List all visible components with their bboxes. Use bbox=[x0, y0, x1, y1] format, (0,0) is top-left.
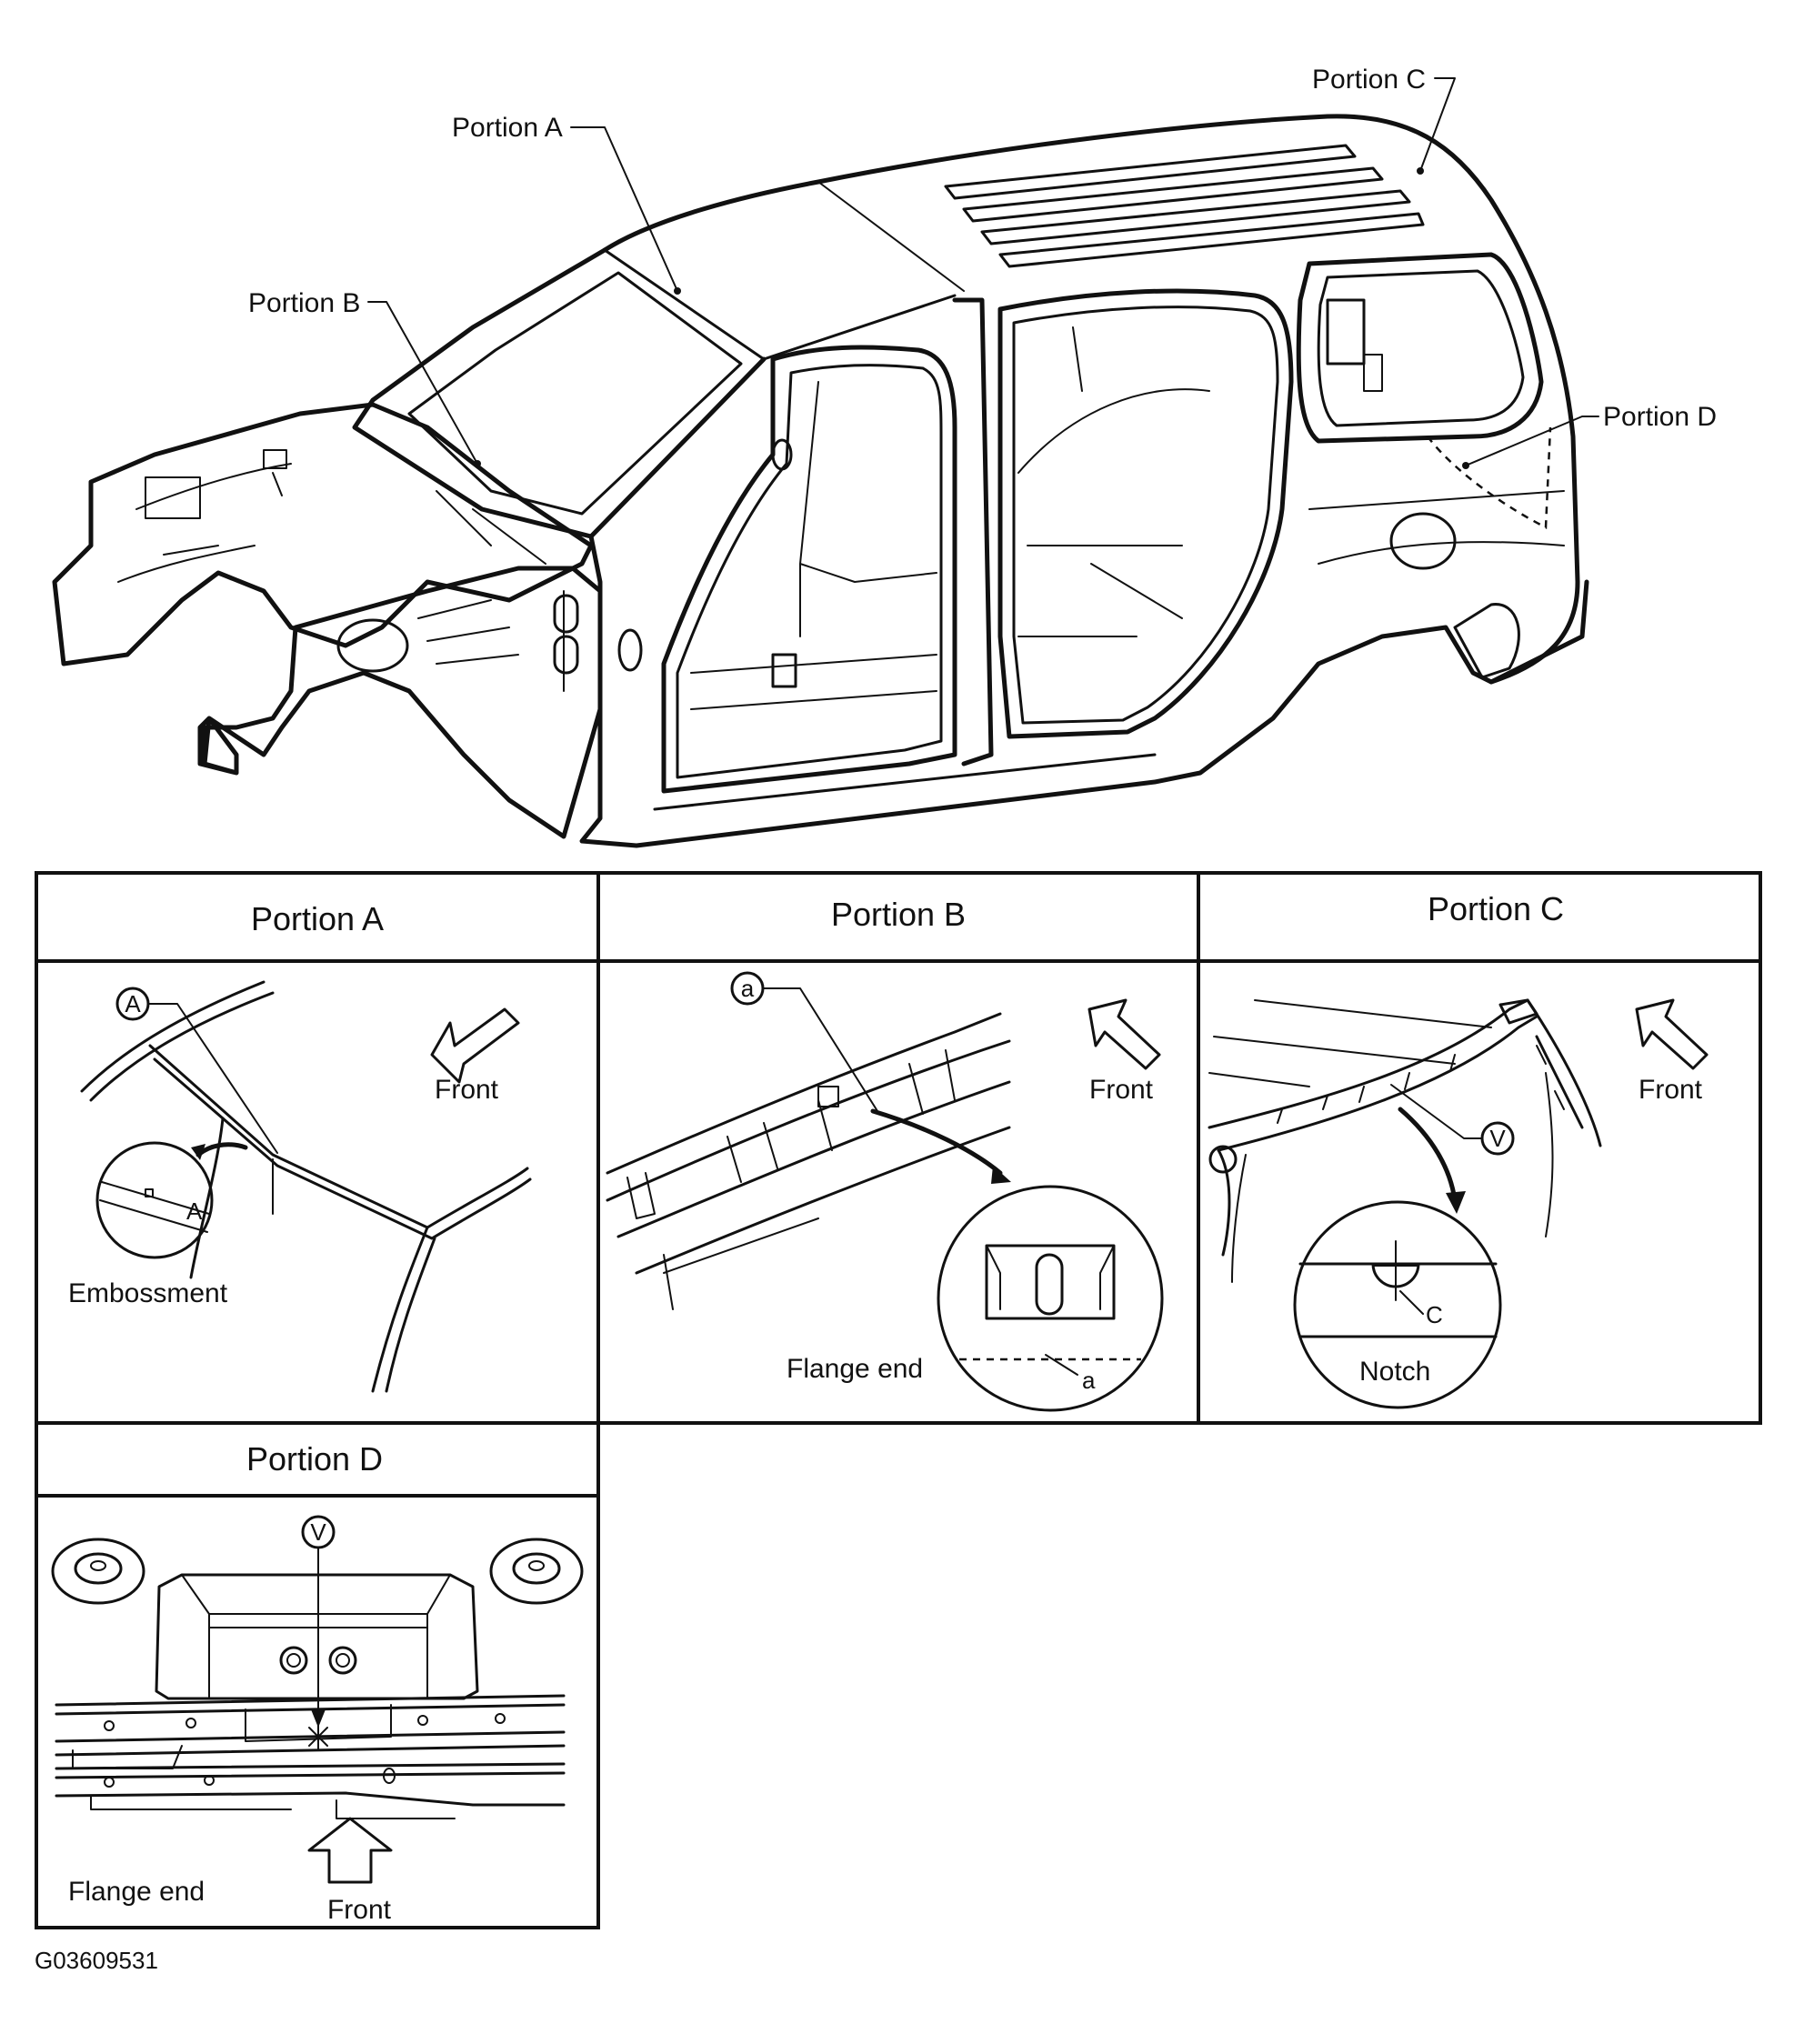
panel-a-front-arrow bbox=[430, 1007, 520, 1084]
panel-b-direction: Front bbox=[1089, 1075, 1154, 1105]
panel-c-note: Notch bbox=[1359, 1357, 1430, 1387]
roof-panel-seam bbox=[817, 181, 965, 292]
callout-portion-b: Portion B bbox=[248, 288, 481, 467]
panel-d-front-arrow bbox=[307, 1817, 393, 1884]
callout-portion-a-label: Portion A bbox=[452, 113, 563, 143]
left-apron bbox=[52, 402, 594, 666]
roof-ribs bbox=[944, 144, 1425, 268]
panel-a-magnifier bbox=[95, 1141, 214, 1259]
roof-front-edge bbox=[603, 248, 957, 361]
panel-c-magnifier bbox=[1293, 1200, 1502, 1409]
vehicle-body-illustration bbox=[52, 114, 1589, 848]
callout-portion-a: Portion A bbox=[452, 113, 681, 295]
panel-d-spot-weld bbox=[304, 1722, 333, 1751]
panel-d-title: Portion D bbox=[246, 1440, 383, 1478]
b-pillar-hole bbox=[771, 438, 793, 471]
rear-door-opening bbox=[997, 288, 1294, 739]
a-pillar-hole bbox=[617, 628, 643, 672]
panel-d-marker: V bbox=[310, 1518, 326, 1546]
panel-c-marker: V bbox=[1489, 1125, 1506, 1152]
body-side-outline bbox=[579, 534, 1589, 848]
callout-portion-c: Portion C bbox=[1312, 65, 1456, 175]
apron-cutout bbox=[145, 476, 201, 519]
panel-portion-b: Portion B a a Flange end Front bbox=[606, 896, 1164, 1412]
figure-id: G03609531 bbox=[35, 1947, 158, 1974]
panel-a-marker: A bbox=[125, 990, 141, 1017]
panel-c-front-arrow bbox=[1635, 998, 1709, 1070]
panel-b-detail-marker: a bbox=[1082, 1367, 1096, 1394]
panel-d-right-pad bbox=[489, 1538, 584, 1605]
panel-a-detail-marker: A bbox=[186, 1197, 203, 1225]
roof-outline bbox=[602, 114, 1580, 685]
strut-tower-hole bbox=[336, 618, 409, 673]
panel-a-title: Portion A bbox=[251, 900, 384, 937]
panel-b-marker: a bbox=[741, 975, 755, 1002]
fuel-filler-recess bbox=[1389, 512, 1457, 570]
windshield-inner bbox=[407, 271, 743, 516]
panel-b-magnifier bbox=[937, 1185, 1164, 1412]
windshield-frame bbox=[352, 247, 767, 539]
panel-b-front-arrow bbox=[1087, 998, 1161, 1070]
panel-d-direction: Front bbox=[327, 1895, 392, 1925]
right-apron bbox=[197, 566, 603, 839]
panel-a-note: Embossment bbox=[68, 1278, 228, 1308]
panel-c-title: Portion C bbox=[1428, 890, 1564, 927]
callout-portion-d-label: Portion D bbox=[1603, 402, 1717, 432]
panel-portion-a: Portion A A A Embossment Front bbox=[68, 900, 532, 1393]
panel-d-note: Flange end bbox=[68, 1877, 205, 1907]
callout-portion-b-label: Portion B bbox=[248, 288, 360, 318]
front-door-opening bbox=[661, 345, 957, 794]
callout-portion-d: Portion D bbox=[1462, 402, 1717, 469]
detail-table-grid bbox=[35, 871, 1762, 1929]
panel-a-direction: Front bbox=[435, 1075, 499, 1105]
panel-d-left-pad bbox=[51, 1538, 145, 1605]
panel-b-note: Flange end bbox=[787, 1354, 923, 1384]
panel-portion-c: Portion C V C Notch Front bbox=[1208, 890, 1709, 1409]
panel-c-detail-marker: C bbox=[1426, 1301, 1443, 1328]
panel-portion-d: Portion D V bbox=[51, 1440, 584, 1925]
b-pillar bbox=[952, 297, 994, 766]
portion-d-dashed bbox=[1427, 426, 1552, 529]
callout-portion-c-label: Portion C bbox=[1312, 65, 1426, 95]
quarter-window-frame bbox=[1296, 252, 1544, 444]
panel-c-direction: Front bbox=[1639, 1075, 1703, 1105]
panel-b-title: Portion B bbox=[831, 896, 966, 933]
